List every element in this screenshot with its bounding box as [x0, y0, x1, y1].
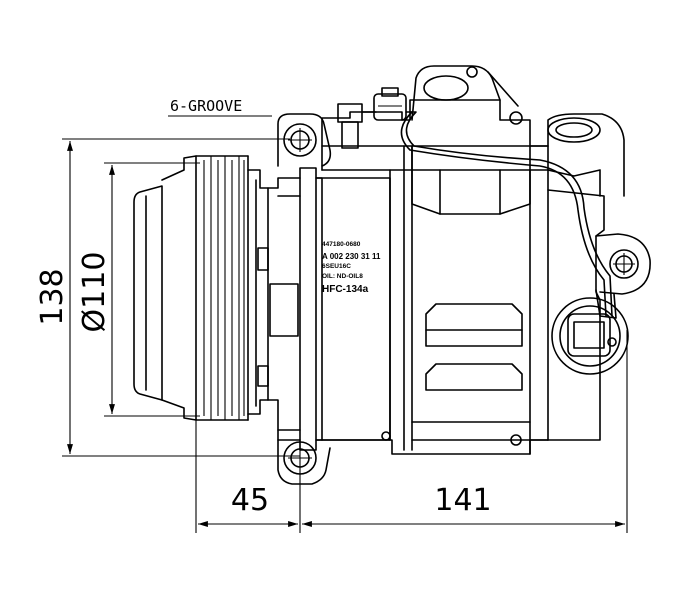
- compressor-body: [315, 99, 549, 455]
- rear-housing: [547, 189, 605, 441]
- nameplate-oem-number: A 002 230 31 11: [322, 252, 381, 261]
- pulley-diameter-dim: Ø110: [77, 252, 112, 333]
- nameplate: [315, 177, 391, 441]
- discharge-port: [547, 113, 625, 197]
- mounting-ear-rear: [595, 233, 651, 295]
- nameplate-part-number: 447180-0680: [322, 241, 361, 248]
- nameplate-refrigerant: HFC-134a: [322, 284, 369, 295]
- nameplate-oil: OIL: ND-OIL8: [322, 273, 363, 280]
- wire-harness: [400, 111, 607, 317]
- pulley-offset-dim: 45: [231, 483, 269, 518]
- control-valve: [551, 289, 629, 375]
- overall-height-dim: 138: [35, 268, 70, 325]
- suction-port: [411, 65, 519, 121]
- nameplate-model: 6SEU16C: [322, 263, 351, 270]
- belt-grooves: [195, 155, 249, 421]
- groove-label: 6-GROOVE: [170, 97, 242, 115]
- electrical-connector: [337, 87, 407, 149]
- pulley: [133, 155, 269, 421]
- body-length-dim: 141: [434, 483, 491, 518]
- front-head: [267, 167, 323, 451]
- dimension-lines: [62, 115, 628, 533]
- mounting-ear-bottom: [277, 439, 331, 485]
- mounting-ear-top: [277, 113, 332, 167]
